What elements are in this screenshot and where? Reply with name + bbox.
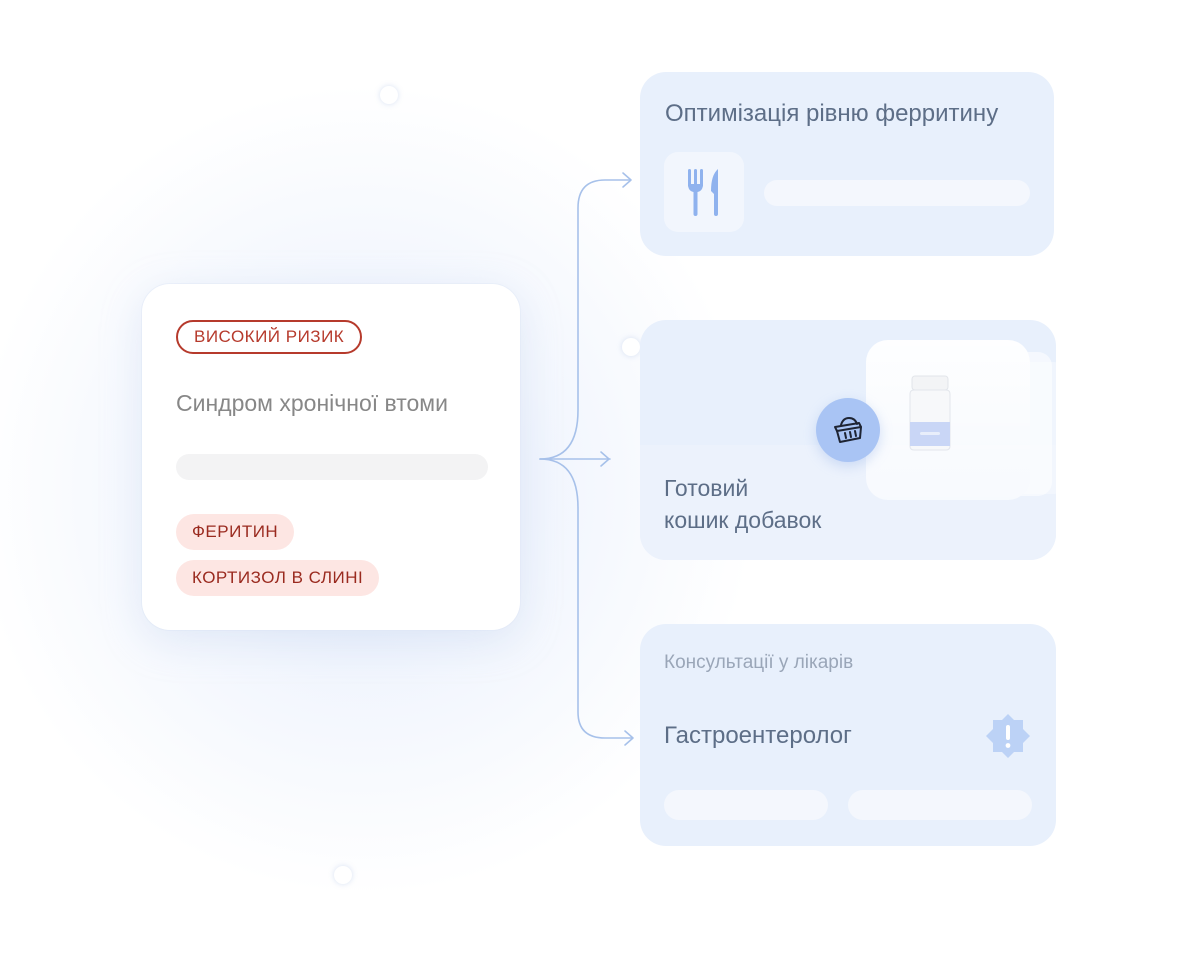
skeleton-line (764, 180, 1030, 206)
risk-badge: ВИСОКИЙ РИЗИК (176, 320, 363, 354)
doctor-specialty: Гастроентеролог (664, 722, 852, 749)
skeleton-line (176, 454, 488, 480)
consultation-label: Консультації у лікарів (664, 652, 854, 673)
supplements-basket-card[interactable]: Готовий кошик добавок (640, 320, 1056, 560)
basket-icon (834, 417, 862, 443)
decor-dot (334, 866, 352, 884)
supplement-bottle-icon (909, 375, 951, 451)
marker-tag-ferritin[interactable]: ФЕРИТИН (176, 514, 295, 550)
connector-lines (539, 172, 634, 746)
fork-knife-icon (664, 152, 744, 232)
basket-title-line1: Готовий (664, 475, 749, 501)
decor-dot (622, 338, 640, 356)
risk-card[interactable]: ВИСОКИЙ РИЗИК Синдром хронічної втоми ФЕ… (142, 284, 520, 630)
alert-badge-icon (986, 714, 1030, 758)
basket-button[interactable] (816, 398, 880, 462)
marker-tag-cortisol[interactable]: КОРТИЗОЛ В СЛИНІ (176, 560, 380, 596)
basket-card-title: Готовий кошик добавок (664, 472, 821, 536)
ferritin-optimization-card[interactable]: Оптимізація рівню ферритину (640, 72, 1054, 256)
ferritin-card-title: Оптимізація рівню ферритину (665, 100, 999, 127)
skeleton-line (848, 790, 1032, 820)
syndrome-title: Синдром хронічної втоми (176, 390, 448, 416)
doctor-consultation-card[interactable]: Консультації у лікарів Гастроентеролог (640, 624, 1056, 846)
decor-dot (380, 86, 398, 104)
skeleton-line (664, 790, 828, 820)
basket-title-line2: кошик добавок (664, 507, 822, 533)
